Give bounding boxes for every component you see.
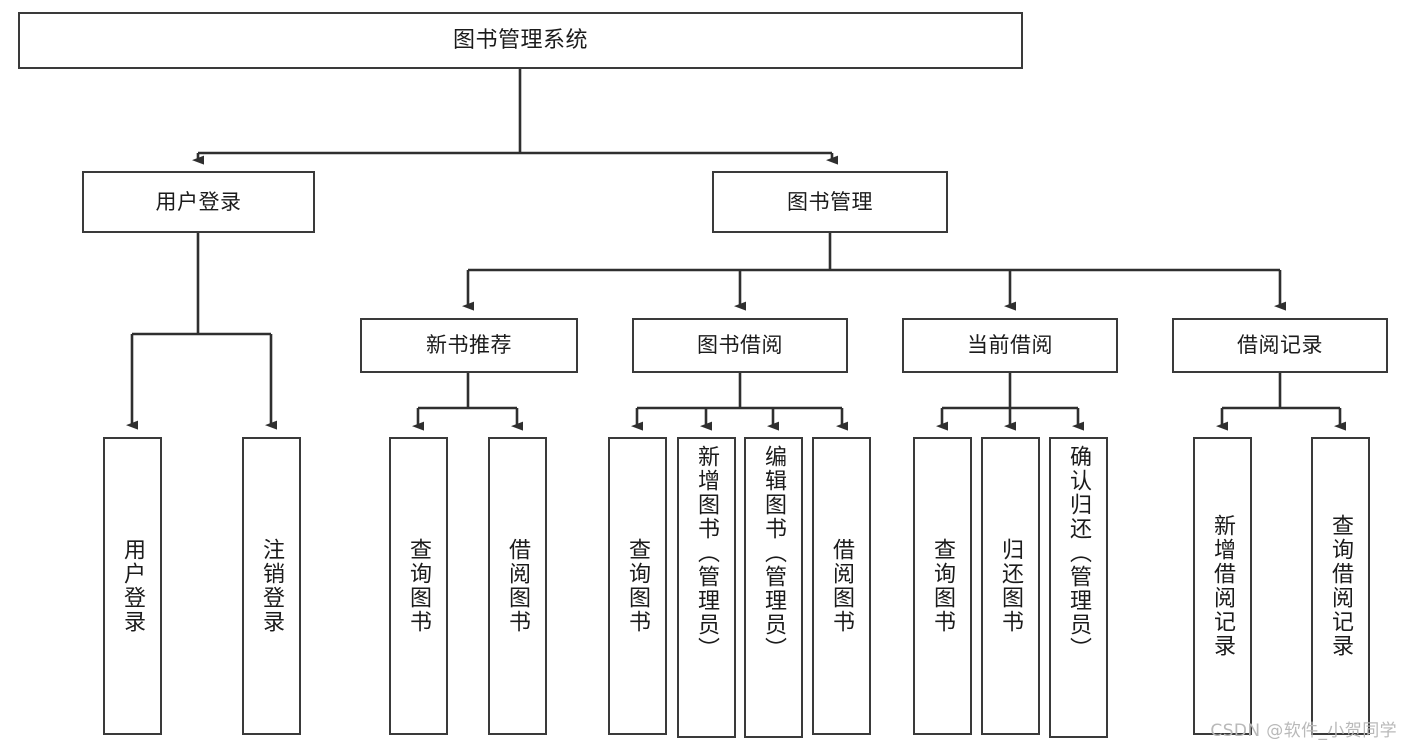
node-leaf-add-book[interactable]: 新增图书（管理员） (677, 437, 736, 738)
node-leaf-query-record[interactable]: 查询借阅记录 (1311, 437, 1370, 735)
node-leaf-edit-book[interactable]: 编辑图书（管理员） (744, 437, 803, 738)
node-new-book-recommend[interactable]: 新书推荐 (360, 318, 578, 373)
node-label: 新增图书（管理员） (694, 445, 720, 661)
node-label: 新书推荐 (426, 333, 512, 358)
node-label: 用户登录 (155, 189, 242, 214)
node-book-borrow[interactable]: 图书借阅 (632, 318, 848, 373)
node-leaf-query-book-3[interactable]: 查询图书 (913, 437, 972, 735)
node-label: 新增借阅记录 (1210, 514, 1236, 658)
node-label: 当前借阅 (967, 333, 1053, 358)
node-label: 图书管理系统 (452, 27, 588, 53)
node-label: 编辑图书（管理员） (761, 445, 787, 661)
node-label: 图书管理 (787, 189, 873, 214)
node-label: 借阅图书 (505, 538, 531, 634)
node-label: 查询图书 (930, 538, 956, 634)
node-leaf-add-record[interactable]: 新增借阅记录 (1193, 437, 1252, 735)
node-leaf-confirm-return[interactable]: 确认归还（管理员） (1049, 437, 1108, 738)
node-book-management[interactable]: 图书管理 (712, 171, 948, 233)
node-root-system[interactable]: 图书管理系统 (18, 12, 1023, 69)
node-label: 确认归还（管理员） (1066, 445, 1092, 661)
node-leaf-query-book-1[interactable]: 查询图书 (389, 437, 448, 735)
node-leaf-logout-login[interactable]: 注销登录 (242, 437, 301, 735)
node-label: 图书借阅 (697, 333, 783, 358)
node-label: 查询借阅记录 (1328, 514, 1354, 658)
node-leaf-borrow-book-2[interactable]: 借阅图书 (812, 437, 871, 735)
node-label: 查询图书 (625, 538, 651, 634)
node-user-login[interactable]: 用户登录 (82, 171, 315, 233)
node-label: 用户登录 (120, 538, 146, 634)
node-leaf-query-book-2[interactable]: 查询图书 (608, 437, 667, 735)
node-leaf-return-book[interactable]: 归还图书 (981, 437, 1040, 735)
node-label: 归还图书 (998, 538, 1024, 634)
node-label: 查询图书 (406, 538, 432, 634)
node-label: 借阅图书 (829, 538, 855, 634)
node-leaf-borrow-book-1[interactable]: 借阅图书 (488, 437, 547, 735)
node-borrow-record[interactable]: 借阅记录 (1172, 318, 1388, 373)
node-label: 注销登录 (259, 538, 285, 634)
node-label: 借阅记录 (1237, 333, 1323, 358)
node-leaf-user-login[interactable]: 用户登录 (103, 437, 162, 735)
node-current-borrow[interactable]: 当前借阅 (902, 318, 1118, 373)
